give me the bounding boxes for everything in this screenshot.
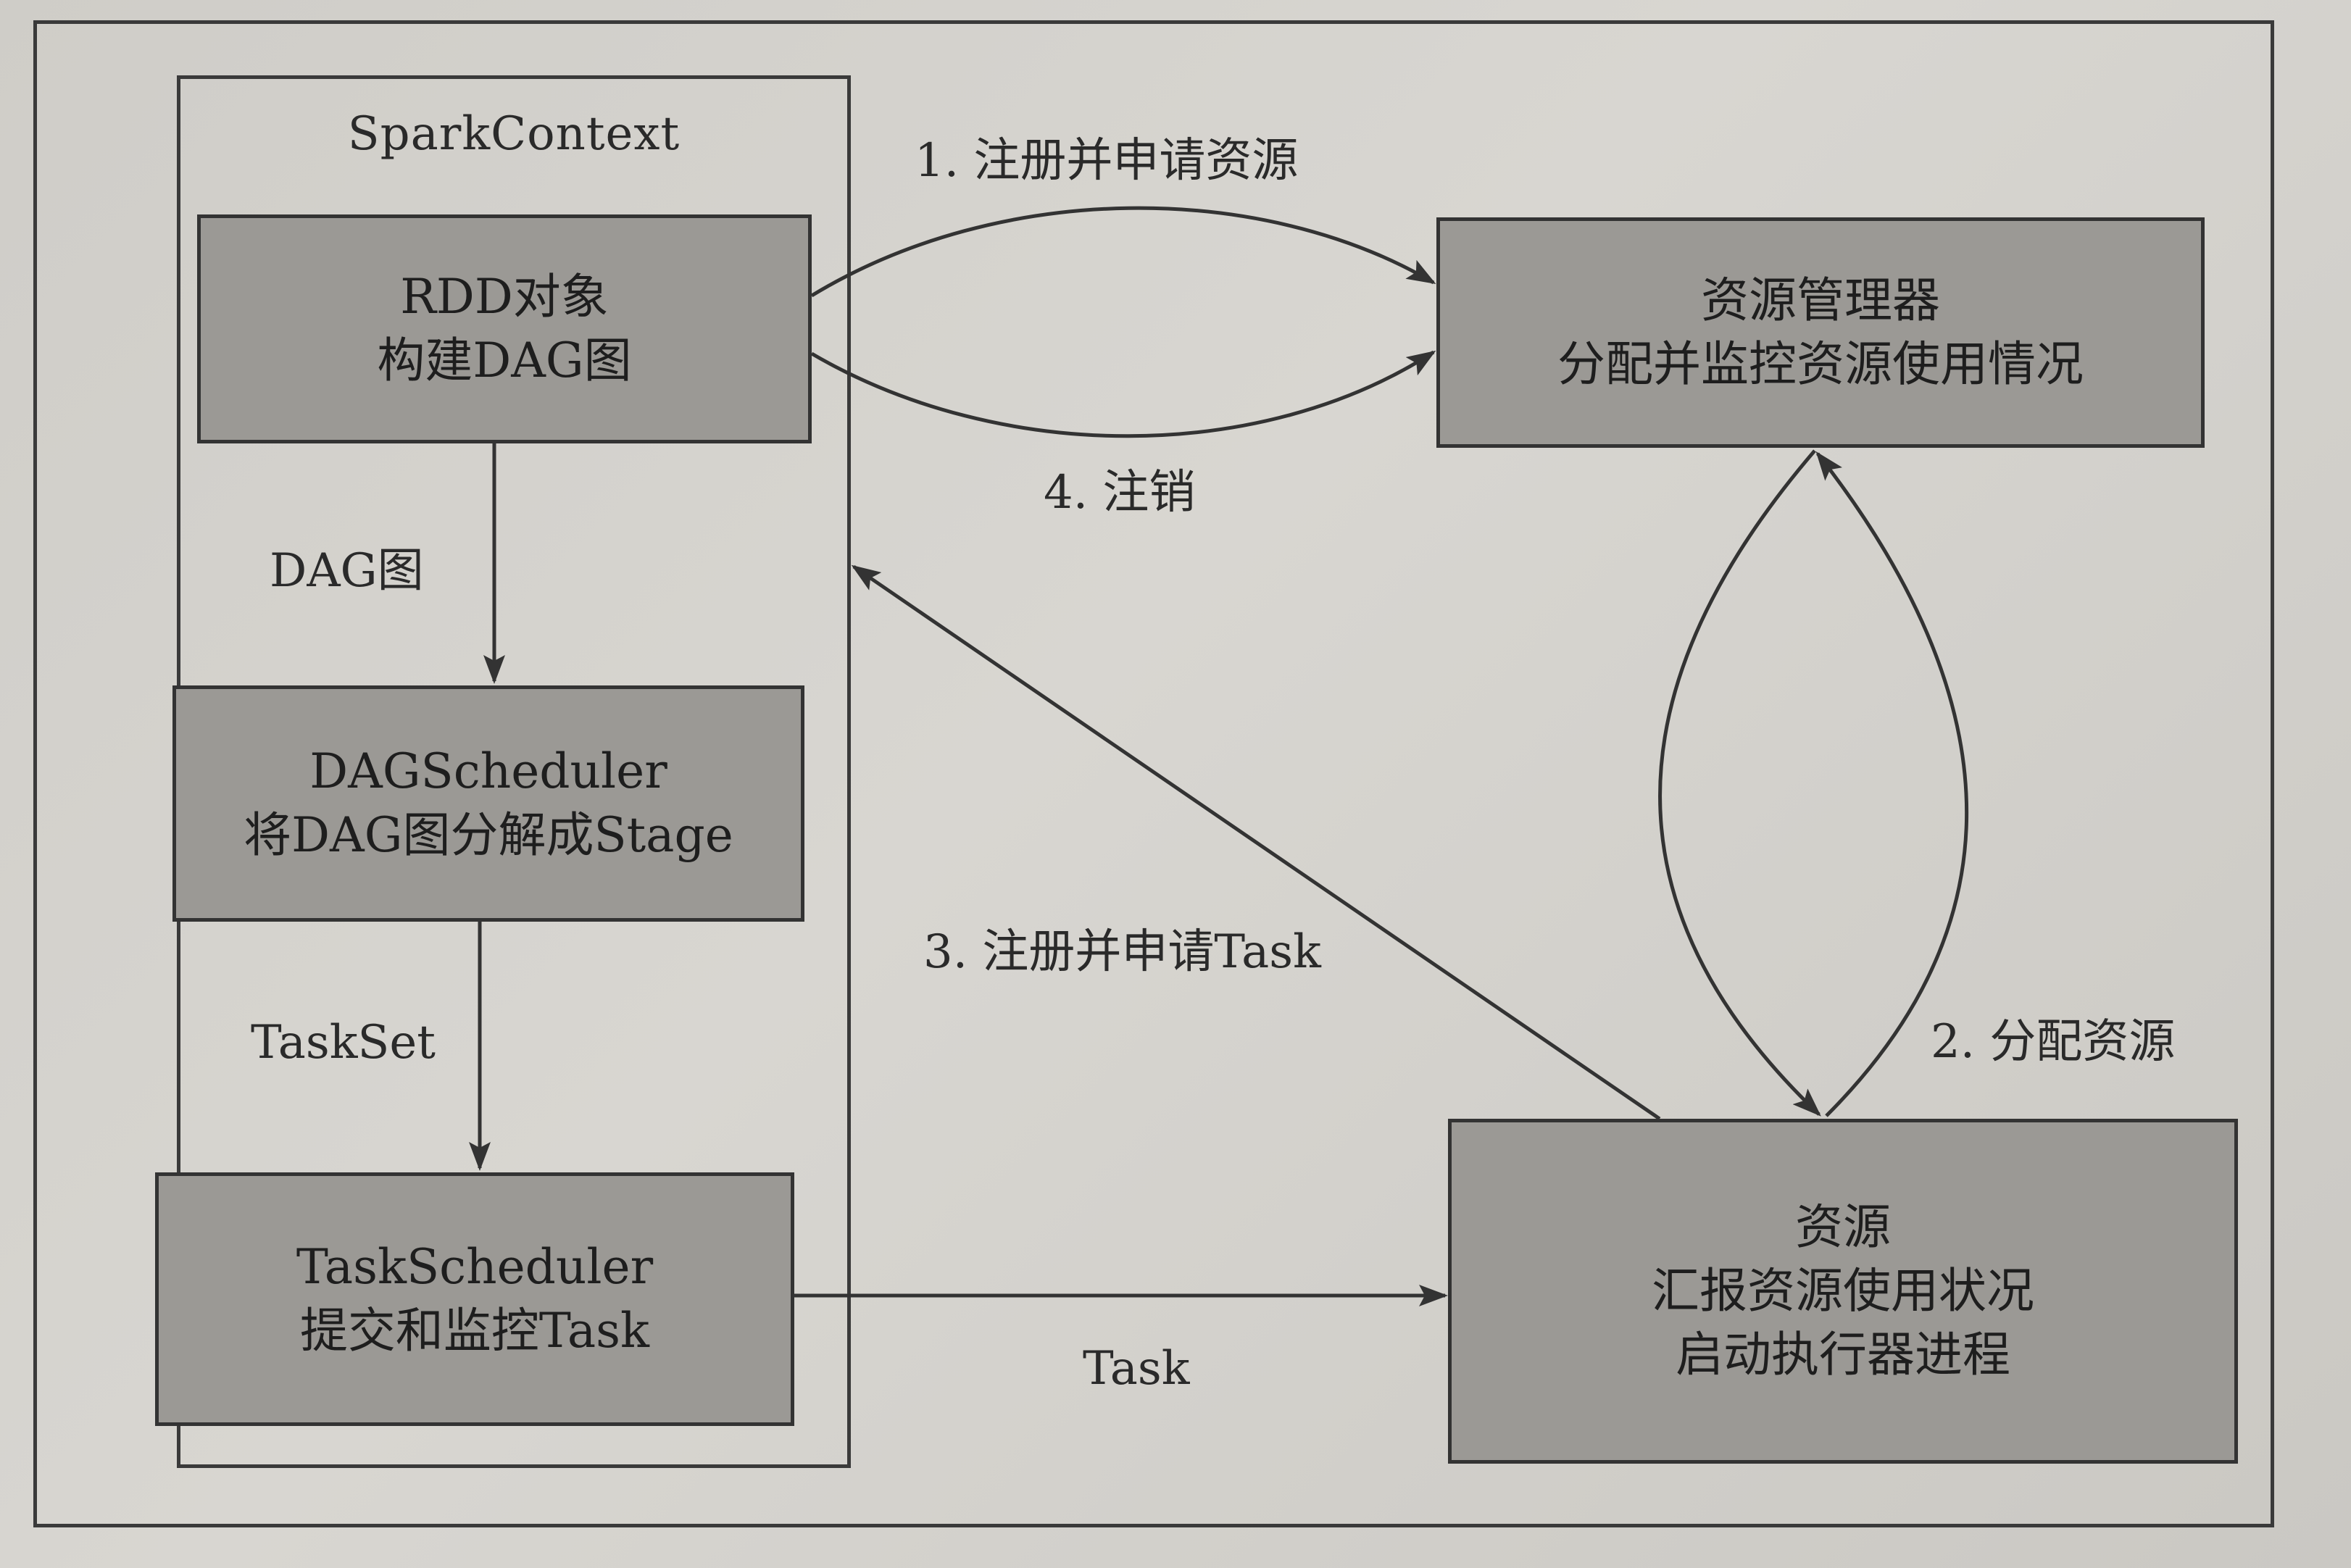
dag-scheduler-title: DAGScheduler <box>309 743 667 799</box>
label-register-task: 3. 注册并申请Task <box>923 925 1321 979</box>
rdd-box-desc: 构建DAG图 <box>377 333 632 388</box>
label-dag-graph: DAG图 <box>270 544 424 598</box>
resource-manager-title: 资源管理器 <box>1701 272 1940 328</box>
resource-box-report: 汇报资源使用状况 <box>1652 1263 2034 1319</box>
task-scheduler-title: TaskScheduler <box>296 1239 654 1295</box>
label-register-request: 1. 注册并申请资源 <box>915 134 1299 188</box>
label-allocate: 2. 分配资源 <box>1931 1015 2176 1069</box>
rdd-box-title: RDD对象 <box>400 269 609 325</box>
arrow-register-request <box>810 206 1436 298</box>
outer-frame <box>33 20 2274 1527</box>
arrow-register-task <box>851 564 1661 1121</box>
resource-box-title: 资源 <box>1795 1199 1891 1255</box>
resource-manager-box: 资源管理器 分配并监控资源使用情况 <box>1436 217 2205 448</box>
arrow-allocate-down <box>1658 449 1821 1117</box>
sparkcontext-title: SparkContext <box>347 107 681 161</box>
label-unregister: 4. 注销 <box>1044 466 1196 520</box>
dag-scheduler-box: DAGScheduler 将DAG图分解成Stage <box>172 685 804 922</box>
rdd-box: RDD对象 构建DAG图 <box>197 214 812 443</box>
arrow-unregister <box>810 350 1436 438</box>
arrow-allocate-up <box>1815 451 1968 1117</box>
resource-box: 资源 汇报资源使用状况 启动执行器进程 <box>1448 1119 2238 1464</box>
label-taskset: TaskSet <box>251 1016 436 1069</box>
resource-manager-desc: 分配并监控资源使用情况 <box>1557 336 2084 392</box>
task-scheduler-desc: 提交和监控Task <box>299 1303 650 1359</box>
task-scheduler-box: TaskScheduler 提交和监控Task <box>155 1172 794 1426</box>
dag-scheduler-desc: 将DAG图分解成Stage <box>244 807 733 863</box>
resource-box-executor: 启动执行器进程 <box>1676 1327 2010 1383</box>
label-task: Task <box>1083 1342 1190 1396</box>
